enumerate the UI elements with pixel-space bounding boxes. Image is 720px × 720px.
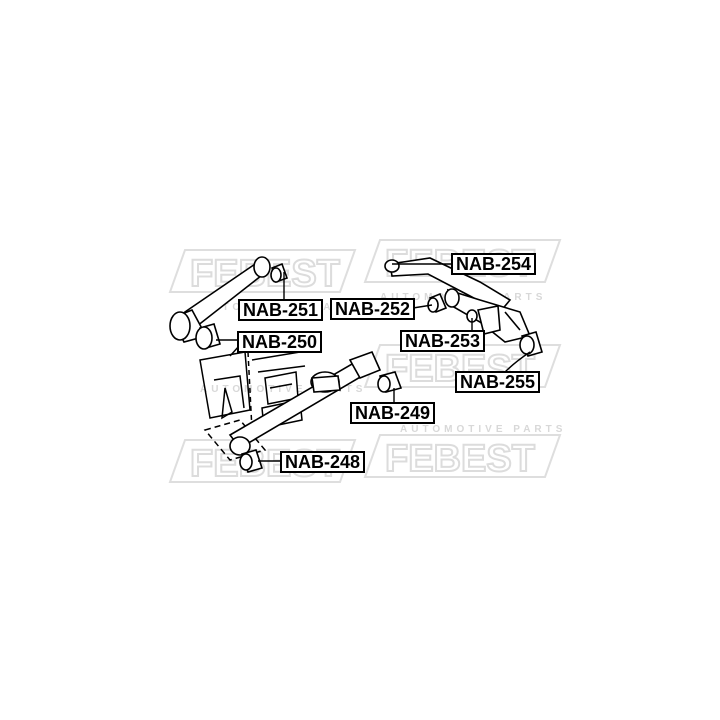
part-label-nab-250: NAB-250 [237,331,323,353]
part-label-nab-255: NAB-255 [455,371,541,393]
bushing-nab-251 [270,262,289,284]
lower-control-arm [228,350,382,456]
rear-lateral-arm [384,257,532,343]
bushing-nab-255 [519,331,543,357]
leader-nab-252 [412,304,433,309]
part-label-nab-252: NAB-252 [330,298,416,320]
part-label-nab-251: NAB-251 [238,299,324,321]
bushing-nab-248 [239,449,264,473]
watermark-tagline: AUTOMOTIVE PARTS [400,424,566,435]
rear-upper-link [169,256,271,343]
part-label-nab-249: NAB-249 [350,402,436,424]
part-label-nab-253: NAB-253 [400,330,486,352]
part-label-nab-254: NAB-254 [451,253,537,275]
watermark-tagline: AUTOMOTIVE PARTS [200,384,366,395]
part-label-nab-248: NAB-248 [280,451,366,473]
leader-lines [216,263,531,462]
bushing-nab-249 [377,371,403,393]
watermark-brand-text: FEBEST [385,438,535,480]
bushing-nab-250 [195,323,221,350]
bushing-nab-252 [427,292,448,314]
leader-nab-255 [504,351,531,373]
watermark-logo-right-bottom: FEBEST [363,434,562,481]
